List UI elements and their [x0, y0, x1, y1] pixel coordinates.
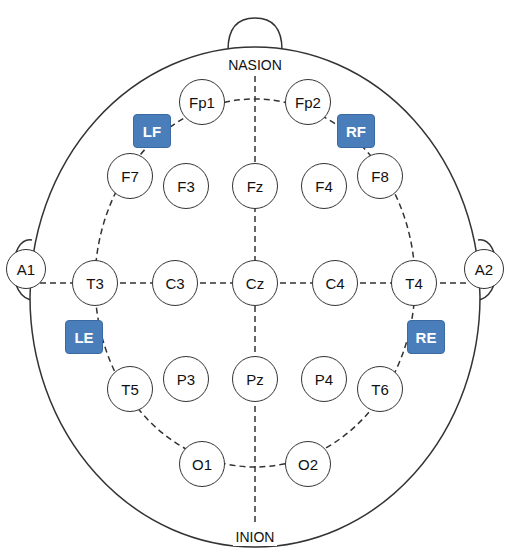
electrode-label: RE: [416, 330, 437, 345]
head: [30, 47, 480, 547]
electrode-circle: Fp1: [179, 79, 225, 125]
electrode-circle: F7: [107, 153, 153, 199]
electrode-label: O1: [192, 457, 212, 472]
electrode-label: O2: [298, 457, 318, 472]
electrode-circle: T3: [72, 260, 118, 306]
landmark-label: NASION: [225, 58, 285, 73]
electrode-circle: F3: [163, 163, 209, 209]
reference-electrode: LF: [133, 114, 171, 148]
reference-electrode: LE: [65, 320, 103, 354]
electrode-label: T4: [405, 276, 423, 291]
electrode-label: RF: [346, 124, 366, 139]
electrode-circle: O1: [179, 441, 225, 487]
electrode-label: C3: [165, 276, 184, 291]
electrode-circle: A1: [6, 249, 46, 289]
electrode-label: F7: [121, 169, 139, 184]
electrode-label: Pz: [246, 372, 264, 387]
electrode-label: A2: [475, 262, 493, 277]
electrode-label: P3: [177, 372, 195, 387]
electrode-label: T5: [121, 382, 139, 397]
electrode-label: Fz: [247, 179, 264, 194]
nose: [228, 18, 282, 50]
electrode-label: F4: [315, 179, 333, 194]
electrode-circle: O2: [285, 441, 331, 487]
electrode-label: Cz: [246, 276, 264, 291]
electrode-label: Fp2: [295, 95, 321, 110]
electrode-circle: F8: [357, 153, 403, 199]
electrode-label: P4: [315, 372, 333, 387]
electrode-circle: Pz: [232, 356, 278, 402]
reference-electrode: RE: [407, 320, 445, 354]
electrode-label: LF: [143, 124, 161, 139]
electrode-circle: T5: [107, 366, 153, 412]
electrode-circle: Fz: [232, 163, 278, 209]
electrode-label: T3: [86, 276, 104, 291]
electrode-circle: F4: [301, 163, 347, 209]
electrode-circle: C4: [312, 260, 358, 306]
electrode-label: F8: [371, 169, 389, 184]
electrode-label: C4: [325, 276, 344, 291]
electrode-circle: A2: [464, 249, 504, 289]
electrode-label: Fp1: [189, 95, 215, 110]
electrode-circle: T4: [391, 260, 437, 306]
electrode-circle: T6: [357, 366, 403, 412]
electrode-circle: C3: [152, 260, 198, 306]
electrode-circle: P3: [163, 356, 209, 402]
electrode-circle: P4: [301, 356, 347, 402]
electrode-label: A1: [17, 262, 35, 277]
landmark-label: INION: [233, 530, 278, 545]
electrode-label: T6: [371, 382, 389, 397]
electrode-label: LE: [74, 330, 93, 345]
electrode-circle: Fp2: [285, 79, 331, 125]
electrode-circle: Cz: [232, 260, 278, 306]
electrode-label: F3: [177, 179, 195, 194]
reference-electrode: RF: [337, 114, 375, 148]
